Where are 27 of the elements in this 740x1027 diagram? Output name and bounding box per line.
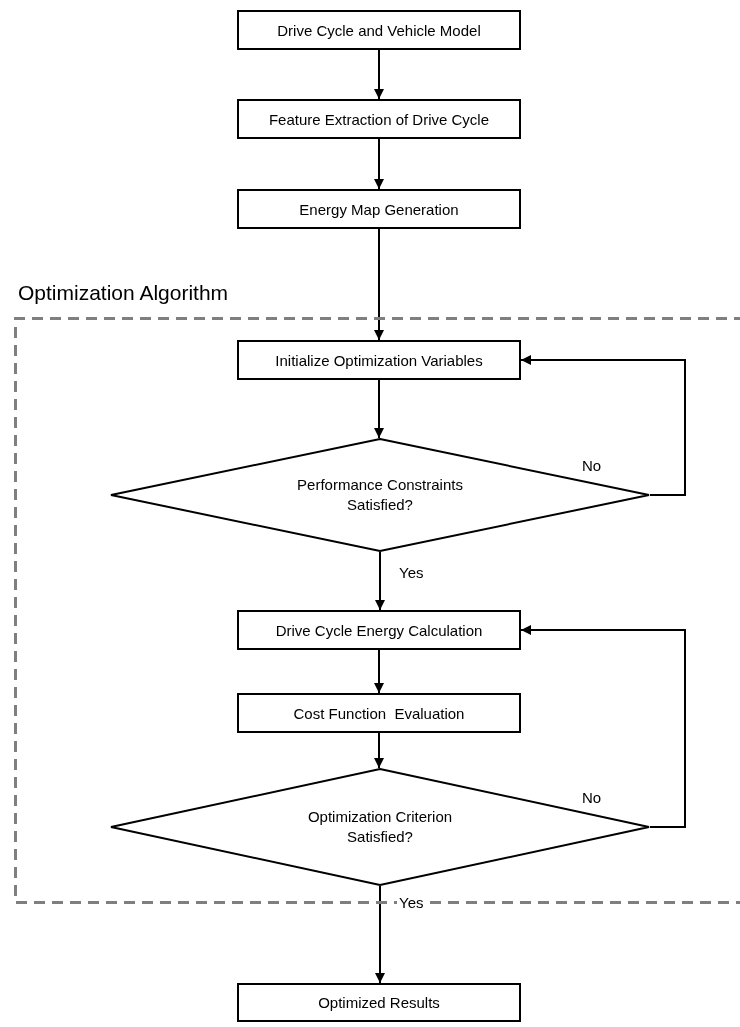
process-box [237,610,521,650]
process-box [237,693,521,733]
arrow [374,649,384,694]
arrow [374,138,384,190]
node-label: Optimization Criterion Satisfied? [306,806,454,847]
arrow [520,355,686,496]
process-box [237,10,521,50]
node-label: Cost Function Evaluation [293,704,465,722]
arrow [375,551,385,611]
process-box [237,189,521,229]
node-label: Energy Map Generation [299,200,459,218]
arrow [374,228,384,341]
node-label: Performance Constraints Satisfied? [296,474,464,515]
node-label: Initialize Optimization Variables [275,351,483,369]
arrow [374,49,384,100]
node-label: Drive Cycle Energy Calculation [275,621,483,639]
process-box [237,99,521,139]
node-label: Drive Cycle and Vehicle Model [277,21,481,39]
process-box [237,983,521,1022]
arrow [374,732,384,769]
arrow [375,885,385,984]
node-label: Feature Extraction of Drive Cycle [268,110,490,128]
node-label: Optimized Results [318,994,440,1011]
arrow [374,379,384,439]
process-box [237,340,521,380]
arrow [520,625,686,828]
group-heading: Optimization Algorithm [18,281,229,305]
